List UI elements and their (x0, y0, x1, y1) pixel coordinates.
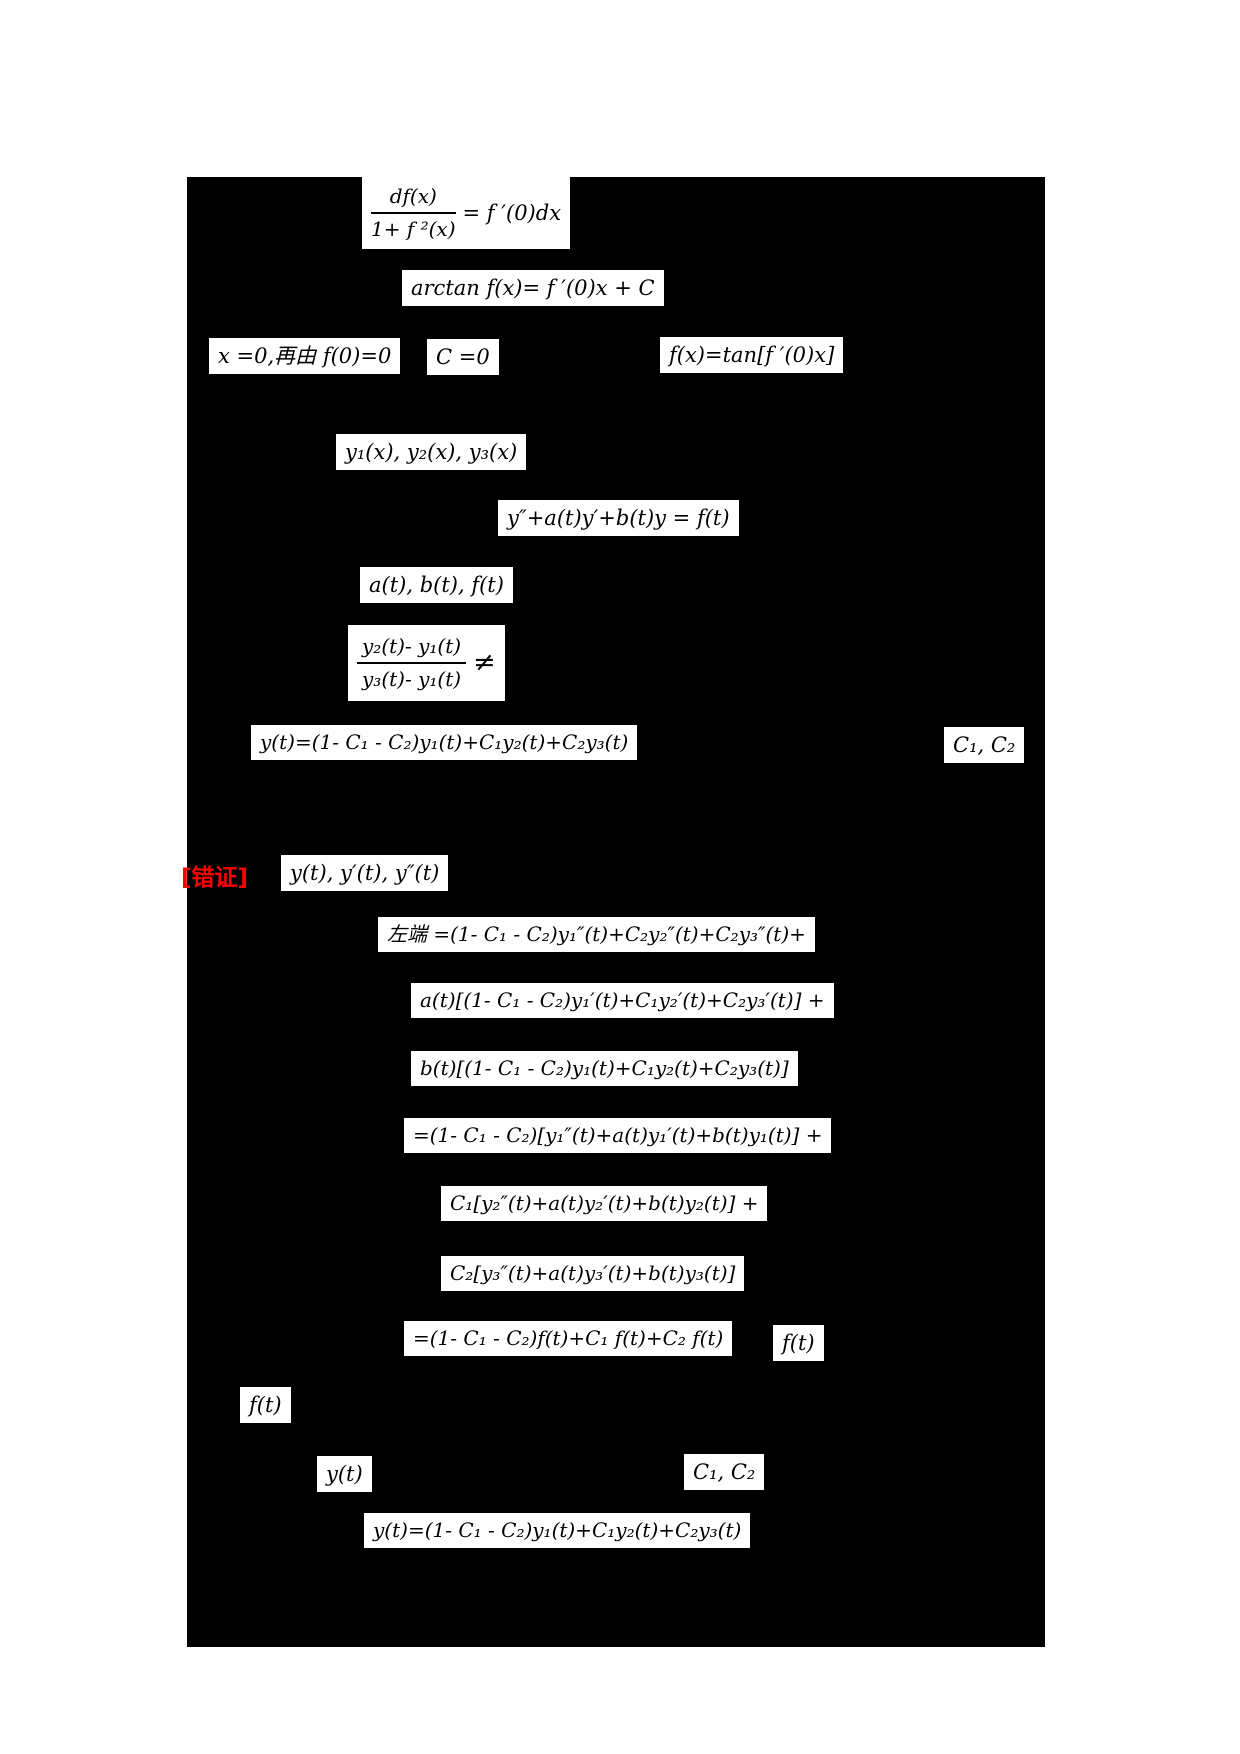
formula-fx-tan: f(x)=tan[f ′(0)x] (660, 337, 844, 374)
formula-bt-bracket: b(t)[(1- C₁ - C₂)y₁(t)+C₁y₂(t)+C₂y₃(t)] (411, 1051, 798, 1086)
formula-at-bracket: a(t)[(1- C₁ - C₂)y₁′(t)+C₁y₂′(t)+C₂y₃′(t… (411, 983, 834, 1018)
formula-general-solution-bottom: y(t)=(1- C₁ - C₂)y₁(t)+C₁y₂(t)+C₂y₃(t) (364, 1513, 751, 1548)
fraction-numerator: y₂(t)- y₁(t) (357, 634, 467, 664)
formula-y-derivatives: y(t), y′(t), y″(t) (281, 855, 449, 892)
formula-ft-right: f(t) (773, 1325, 824, 1362)
fraction-rhs: = f ′(0)dx (462, 200, 562, 225)
formula-regrouped-y3: C₂[y₃″(t)+a(t)y₃′(t)+b(t)y₃(t)] (441, 1256, 745, 1291)
error-proof-label: [错证] (181, 865, 249, 891)
formula-x0-condition: x =0,再由 f(0)=0 (209, 338, 401, 375)
formula-ode: y″+a(t)y′+b(t)y = f(t) (498, 500, 739, 537)
page-content-area: df(x) 1+ f ²(x) = f ′(0)dx arctan f(x)= … (181, 177, 1045, 1647)
formula-result-ft: =(1- C₁ - C₂)f(t)+C₁ f(t)+C₂ f(t) (404, 1321, 733, 1356)
formula-general-solution: y(t)=(1- C₁ - C₂)y₁(t)+C₁y₂(t)+C₂y₃(t) (251, 725, 638, 760)
not-equal-sign: ≠ (473, 647, 496, 679)
formula-left-side: 左端 =(1- C₁ - C₂)y₁″(t)+C₂y₂″(t)+C₂y₃″(t)… (378, 917, 815, 952)
fraction: df(x) 1+ f ²(x) (371, 184, 456, 242)
formula-arctan: arctan f(x)= f ′(0)x + C (402, 270, 664, 307)
formula-ratio-fraction: y₂(t)- y₁(t) y₃(t)- y₁(t) ≠ (348, 625, 505, 701)
formula-regrouped-y2: C₁[y₂″(t)+a(t)y₂′(t)+b(t)y₂(t)] + (441, 1186, 768, 1221)
fraction-numerator: df(x) (371, 184, 456, 214)
fraction: y₂(t)- y₁(t) y₃(t)- y₁(t) (357, 634, 467, 692)
formula-c0: C =0 (427, 339, 499, 376)
formula-solutions-y123: y₁(x), y₂(x), y₃(x) (336, 434, 527, 471)
formula-coefficients: a(t), b(t), f(t) (360, 567, 513, 604)
formula-ft-left: f(t) (240, 1387, 291, 1424)
formula-yt: y(t) (317, 1456, 372, 1493)
fraction-denominator: 1+ f ²(x) (371, 217, 456, 241)
formula-constants-c1c2: C₁, C₂ (944, 727, 1025, 764)
formula-df-fraction: df(x) 1+ f ²(x) = f ′(0)dx (362, 177, 571, 249)
formula-regrouped-y1: =(1- C₁ - C₂)[y₁″(t)+a(t)y₁′(t)+b(t)y₁(t… (404, 1118, 832, 1153)
formula-constants-c1c2-bottom: C₁, C₂ (684, 1454, 765, 1491)
fraction-denominator: y₃(t)- y₁(t) (362, 667, 462, 691)
